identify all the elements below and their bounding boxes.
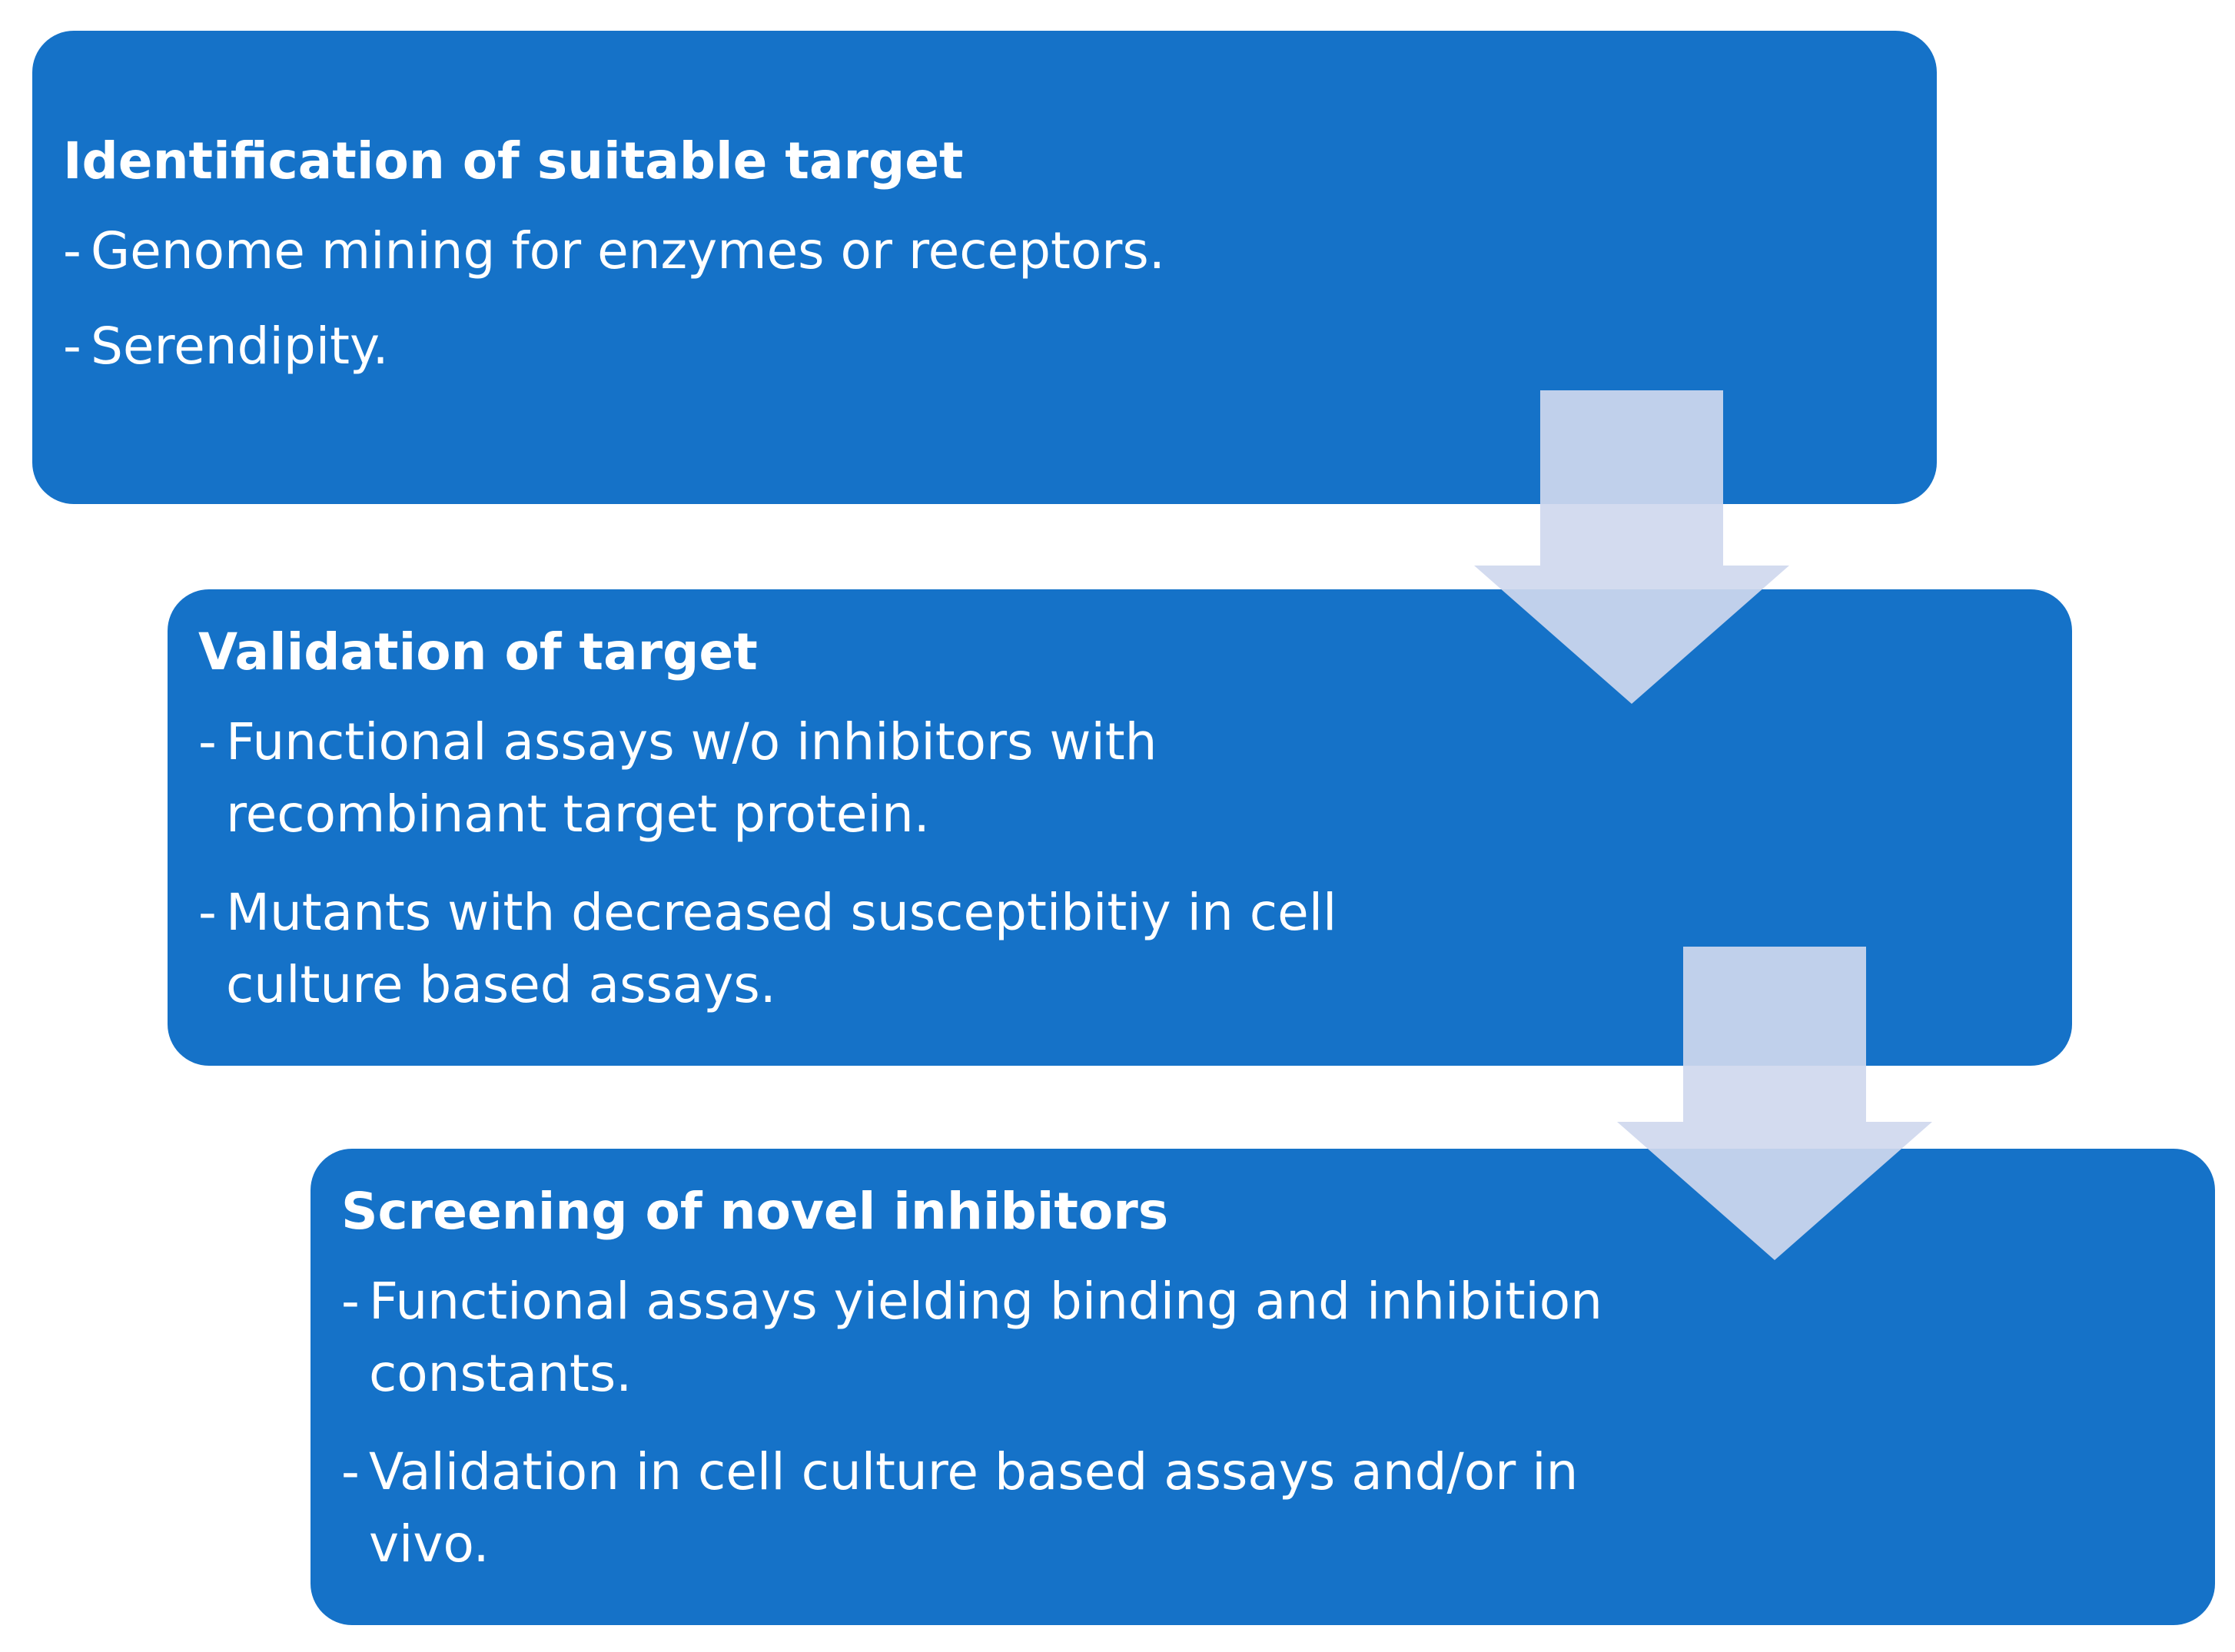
step-identification-box: Identification of suitable target Genome…	[32, 31, 1937, 504]
step-item: Genome mining for enzymes or receptors.	[63, 215, 1937, 287]
step-item: Functional assays w/o inhibitors with re…	[198, 706, 1413, 851]
step-item-list: Genome mining for enzymes or receptors. …	[63, 215, 1937, 383]
step-screening-box: Screening of novel inhibitors Functional…	[311, 1149, 2215, 1625]
down-arrow-icon	[1474, 390, 1789, 704]
step-item: Serendipity.	[63, 310, 1937, 383]
step-item: Validation in cell culture based assays …	[341, 1436, 1694, 1581]
step-item-list: Functional assays yielding binding and i…	[341, 1266, 1694, 1581]
step-item-list: Functional assays w/o inhibitors with re…	[198, 706, 1413, 1021]
step-item: Functional assays yielding binding and i…	[341, 1266, 1694, 1410]
down-arrow-icon	[1617, 947, 1932, 1260]
step-title: Validation of target	[198, 622, 758, 682]
step-title: Screening of novel inhibitors	[341, 1182, 1169, 1241]
step-title: Identification of suitable target	[63, 131, 964, 191]
step-item: Mutants with decreased susceptibitiy in …	[198, 877, 1413, 1021]
